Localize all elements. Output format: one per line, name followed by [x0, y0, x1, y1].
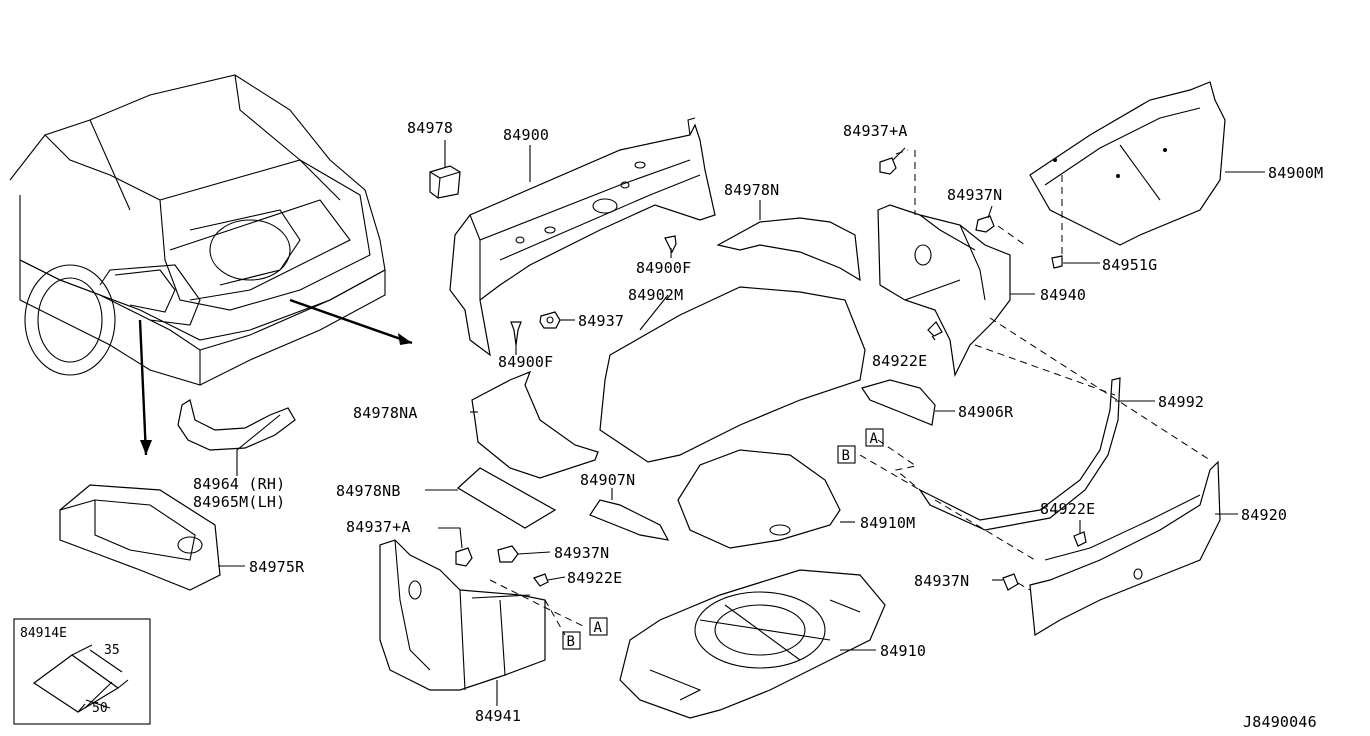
- dashed-reference-lines: [489, 149, 1211, 636]
- label-84978N: 84978N: [724, 181, 779, 199]
- label-84964: 84964 (RH): [193, 475, 285, 493]
- label-84937N-right: 84937N: [914, 572, 969, 590]
- label-84907N: 84907N: [580, 471, 635, 489]
- svg-text:A: A: [594, 620, 603, 636]
- label-84937: 84937: [578, 312, 624, 330]
- part-84910-tire-well: [619, 569, 886, 719]
- part-84975R-tray: [59, 484, 221, 591]
- label-84920: 84920: [1241, 506, 1287, 524]
- part-84900M-lid-finisher: [1029, 81, 1226, 246]
- label-84941: 84941: [475, 707, 521, 725]
- clip-84922E-right: [1073, 531, 1087, 547]
- part-84978NA-trim: [471, 370, 599, 479]
- svg-text:A: A: [870, 431, 879, 447]
- part-84900-rear-parcel-shelf: [449, 117, 716, 357]
- label-84900M: 84900M: [1268, 164, 1323, 182]
- label-84951G: 84951G: [1102, 256, 1157, 274]
- nut-84937N-right: [1002, 573, 1019, 591]
- car-rear-illustration: [9, 74, 413, 456]
- label-84978NB: 84978NB: [336, 482, 401, 500]
- label-84978: 84978: [407, 119, 453, 137]
- part-84902M-floor-mat: [599, 286, 866, 463]
- part-84940-side-trim: [877, 204, 1011, 377]
- label-84900F-lower: 84900F: [498, 353, 553, 371]
- label-84910M: 84910M: [860, 514, 915, 532]
- label-84922E-top: 84922E: [872, 352, 927, 370]
- inset-dim-width: 35: [104, 643, 120, 658]
- clip-84900F-upper: [664, 235, 677, 254]
- label-84902M: 84902M: [628, 286, 683, 304]
- label-84922E-mid: 84922E: [567, 569, 622, 587]
- part-84992-trim-strip: [918, 377, 1121, 531]
- label-84978NA: 84978NA: [353, 404, 418, 422]
- reference-box-b-upper: B: [837, 445, 856, 464]
- reference-box-a-upper: A: [865, 428, 884, 447]
- svg-text:B: B: [842, 448, 850, 464]
- part-84907N-pad: [589, 499, 670, 541]
- part-84920-rear-panel: [1029, 460, 1221, 637]
- inset-dim-length: 50: [92, 701, 108, 716]
- diagram-id: J8490046: [1243, 713, 1317, 731]
- part-84910M-tire-cover: [677, 449, 841, 549]
- label-84900: 84900: [503, 126, 549, 144]
- clip-84922E-mid: [533, 573, 549, 587]
- label-84975R: 84975R: [249, 558, 305, 576]
- label-84906R: 84906R: [958, 403, 1014, 421]
- label-84937A-top: 84937+A: [843, 122, 908, 140]
- label-84900F-upper: 84900F: [636, 259, 691, 277]
- part-84906R-cover: [861, 379, 936, 426]
- label-84965M: 84965M(LH): [193, 493, 285, 511]
- clip-84951G: [1051, 255, 1063, 269]
- part-84978-block: [429, 165, 461, 199]
- label-84922E-right: 84922E: [1040, 500, 1095, 518]
- nut-84937: [539, 311, 561, 329]
- part-labels: 84978 84900 84937+A 84900M 84978N 84937N…: [193, 119, 1323, 731]
- nut-84937A-top: [879, 157, 897, 175]
- part-84941-side-trim: [379, 539, 546, 691]
- part-84978NB-board: [456, 467, 557, 529]
- label-84992: 84992: [1158, 393, 1204, 411]
- label-84937A-bottom: 84937+A: [346, 518, 411, 536]
- label-84910: 84910: [880, 642, 926, 660]
- nut-84937N-mid: [497, 545, 519, 563]
- clip-84922E-top: [927, 321, 943, 337]
- inset-part-label: 84914E: [20, 626, 67, 641]
- reference-box-a-lower: A: [589, 617, 608, 636]
- nut-84937N-top: [975, 215, 995, 233]
- clip-84900F-lower: [510, 321, 522, 346]
- nut-84937A-lower: [455, 547, 473, 567]
- label-84937N-top: 84937N: [947, 186, 1002, 204]
- part-84964-bracket: [177, 399, 296, 451]
- label-84937N-mid: 84937N: [554, 544, 609, 562]
- label-84940: 84940: [1040, 286, 1086, 304]
- reference-box-b-lower: B: [562, 631, 581, 650]
- svg-text:B: B: [567, 634, 575, 650]
- inset-84914E: 84914E 35 50: [13, 618, 151, 725]
- leader-lines: [218, 140, 1265, 706]
- part-84978N-trim: [716, 217, 861, 282]
